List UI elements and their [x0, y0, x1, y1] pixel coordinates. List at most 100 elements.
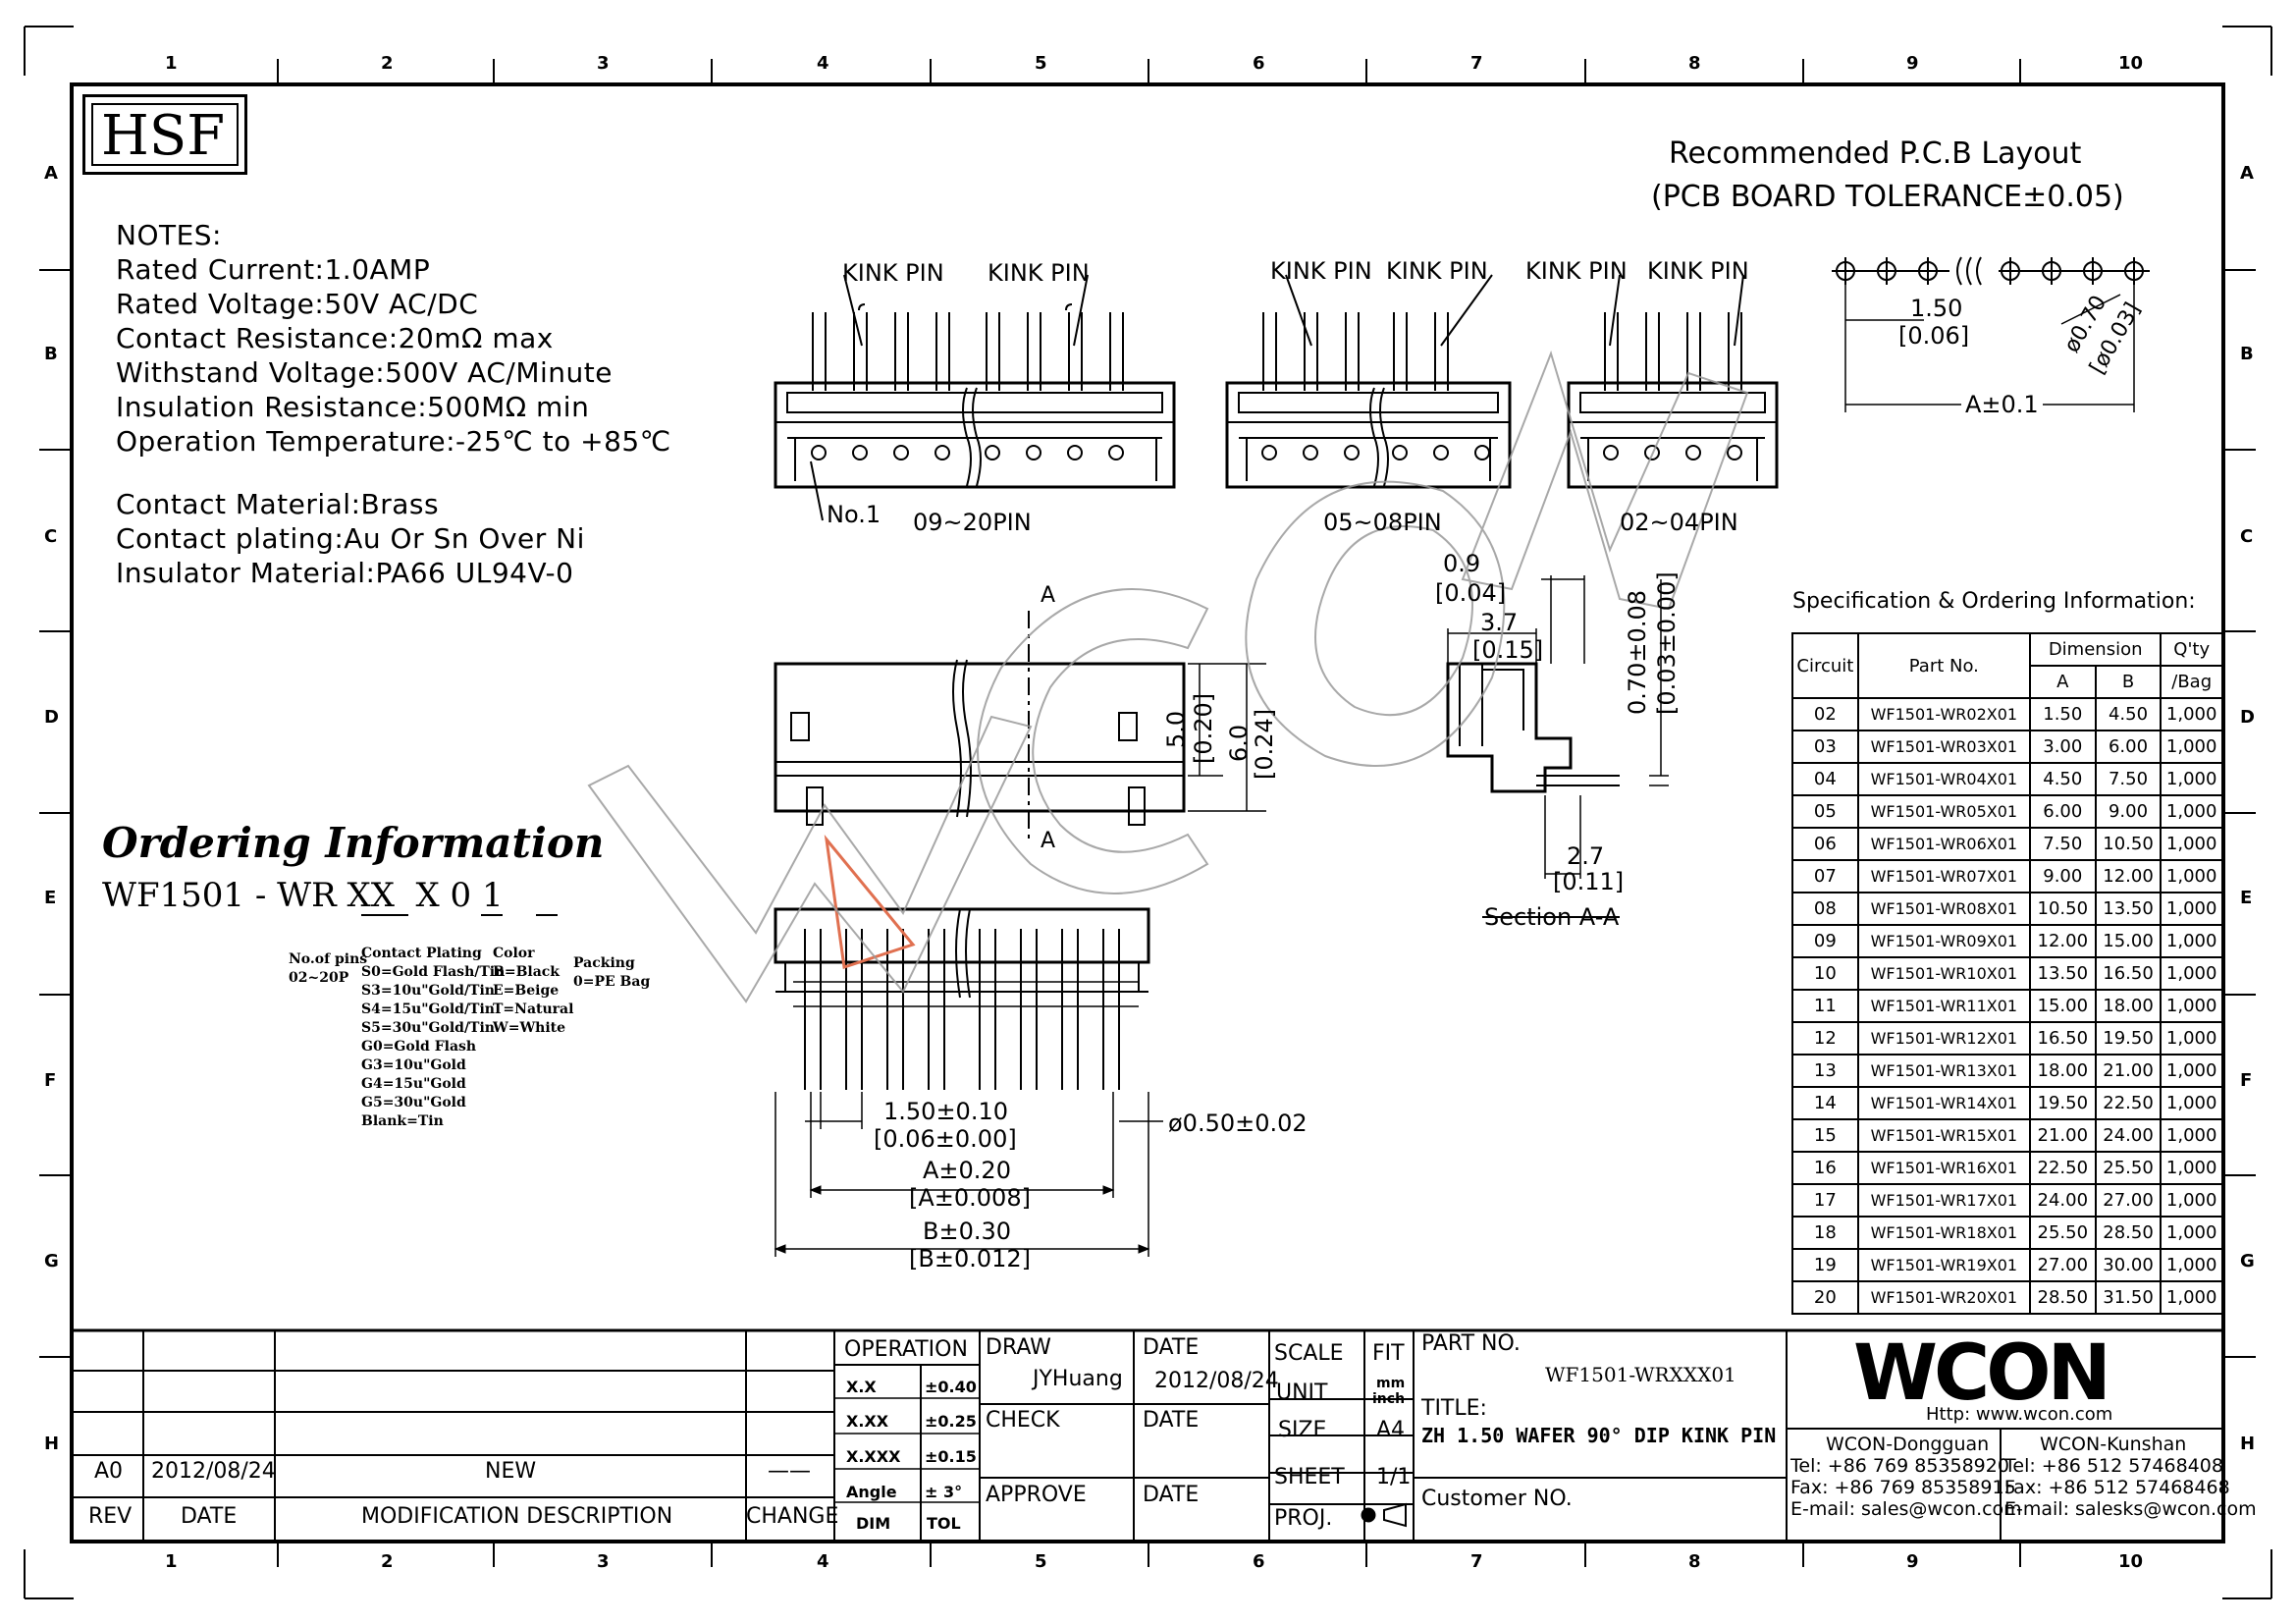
spec-cell-dim-b: 18.00	[2094, 989, 2163, 1023]
spec-cell-qty: 1,000	[2160, 924, 2223, 958]
approve-date-label: DATE	[1143, 1483, 1200, 1507]
section-a-a-label: Section A-A	[1484, 903, 1620, 931]
grid-row-b-left: B	[44, 344, 58, 364]
spec-cell-qty: 1,000	[2160, 762, 2223, 796]
dim-section-2-7: 2.7	[1567, 842, 1605, 870]
spec-cell-dim-a: 7.50	[2028, 827, 2097, 861]
spec-cell-qty: 1,000	[2160, 956, 2223, 991]
spec-cell-dim-a: 12.00	[2028, 924, 2097, 958]
kink-pin-label-6: KINK PIN	[1647, 257, 1749, 285]
spec-cell-dim-a: 9.00	[2028, 859, 2097, 893]
tol-xxx-label: X.XX	[846, 1412, 889, 1431]
spec-cell-part-no: WF1501-WR17X01	[1856, 1183, 2031, 1218]
spec-cell-qty: 1,000	[2160, 697, 2223, 731]
spec-cell-part-no: WF1501-WR02X01	[1856, 697, 2031, 731]
grid-row-g-right: G	[2240, 1251, 2255, 1272]
spec-header-dimension: Dimension	[2028, 632, 2163, 667]
spec-cell-dim-b: 27.00	[2094, 1183, 2163, 1218]
hsf-logo-text: HSF	[101, 104, 226, 168]
dim-section-0-70-in: [0.03±0.00]	[1653, 571, 1681, 715]
dongguan-email[interactable]: E-mail: sales@wcon.com	[1790, 1498, 2022, 1520]
spec-table: Circuit Part No. Dimension Q'ty A B /Bag…	[1791, 632, 2223, 1315]
spec-header-bag: /Bag	[2160, 665, 2223, 699]
grid-col-4-bottom: 4	[817, 1551, 829, 1572]
dim-a-in: [A±0.008]	[909, 1184, 1031, 1212]
pcb-pitch-in: [0.06]	[1898, 322, 1970, 350]
spec-cell-dim-b: 4.50	[2094, 697, 2163, 731]
grid-row-h-left: H	[44, 1434, 60, 1454]
spec-header-circuit: Circuit	[1791, 632, 1859, 699]
dim-height-5-0: 5.0	[1162, 710, 1190, 748]
customer-no-label: Customer NO.	[1421, 1487, 1573, 1511]
spec-cell-dim-a: 13.50	[2028, 956, 2097, 991]
spec-cell-circuit: 15	[1791, 1118, 1859, 1153]
dim-section-3-7-in: [0.15]	[1472, 636, 1544, 664]
note-contact-plating: Contact plating:Au Or Sn Over Ni	[116, 522, 585, 555]
grid-col-1-bottom: 1	[165, 1551, 178, 1572]
spec-cell-dim-b: 25.50	[2094, 1151, 2163, 1185]
spec-cell-dim-a: 21.00	[2028, 1118, 2097, 1153]
spec-cell-qty: 1,000	[2160, 730, 2223, 764]
part-no-label: PART NO.	[1421, 1331, 1521, 1356]
spec-cell-circuit: 03	[1791, 730, 1859, 764]
dim-b-in: [B±0.012]	[909, 1245, 1032, 1272]
dim-height-6-0-in: [0.24]	[1251, 708, 1278, 780]
pin-1-label: No.1	[827, 501, 881, 528]
grid-col-8-top: 8	[1688, 53, 1701, 74]
grid-col-6-top: 6	[1253, 53, 1265, 74]
spec-cell-circuit: 19	[1791, 1248, 1859, 1282]
spec-cell-dim-a: 15.00	[2028, 989, 2097, 1023]
grid-col-7-bottom: 7	[1470, 1551, 1483, 1572]
spec-cell-part-no: WF1501-WR14X01	[1856, 1086, 2031, 1120]
spec-cell-dim-b: 28.50	[2094, 1216, 2163, 1250]
title-label: TITLE:	[1421, 1396, 1487, 1421]
dim-b: B±0.30	[923, 1218, 1012, 1245]
spec-cell-circuit: 14	[1791, 1086, 1859, 1120]
grid-row-c-left: C	[44, 526, 58, 547]
spec-cell-part-no: WF1501-WR04X01	[1856, 762, 2031, 796]
spec-cell-circuit: 13	[1791, 1054, 1859, 1088]
spec-cell-qty: 1,000	[2160, 1118, 2223, 1153]
grid-row-a-left: A	[44, 163, 58, 184]
notes-heading: NOTES:	[116, 219, 222, 251]
spec-cell-dim-b: 12.00	[2094, 859, 2163, 893]
view-05-08pin-label: 05~08PIN	[1323, 509, 1442, 536]
dim-pin-diameter: ø0.50±0.02	[1168, 1110, 1308, 1137]
dim-section-3-7: 3.7	[1480, 609, 1519, 636]
grid-col-9-top: 9	[1906, 53, 1919, 74]
spec-cell-dim-b: 21.00	[2094, 1054, 2163, 1088]
spec-cell-dim-b: 9.00	[2094, 794, 2163, 829]
grid-col-6-bottom: 6	[1253, 1551, 1265, 1572]
kunshan-email[interactable]: E-mail: salesks@wcon.com	[2004, 1498, 2257, 1520]
approve-label: APPROVE	[986, 1483, 1087, 1507]
grid-col-4-top: 4	[817, 53, 829, 74]
draw-date-value: 2012/08/24	[1154, 1369, 1279, 1393]
spec-cell-circuit: 18	[1791, 1216, 1859, 1250]
grid-col-9-bottom: 9	[1906, 1551, 1919, 1572]
check-date-label: DATE	[1143, 1408, 1200, 1433]
dongguan-name: WCON-Dongguan	[1826, 1434, 1990, 1455]
grid-col-5-bottom: 5	[1035, 1551, 1047, 1572]
pcb-dim-a: A±0.1	[1961, 393, 2043, 416]
spec-cell-dim-b: 7.50	[2094, 762, 2163, 796]
spec-cell-dim-a: 4.50	[2028, 762, 2097, 796]
sheet-label: SHEET	[1274, 1465, 1345, 1489]
spec-title: Specification & Ordering Information:	[1792, 589, 2196, 614]
grid-col-2-top: 2	[381, 53, 394, 74]
grid-row-g-left: G	[44, 1251, 59, 1272]
section-mark-bottom: A	[1041, 829, 1056, 853]
sheet-value: 1/1	[1376, 1465, 1412, 1489]
draw-date-label: DATE	[1143, 1335, 1200, 1360]
grid-row-f-right: F	[2240, 1070, 2253, 1091]
operation-header: OPERATION	[844, 1337, 968, 1362]
